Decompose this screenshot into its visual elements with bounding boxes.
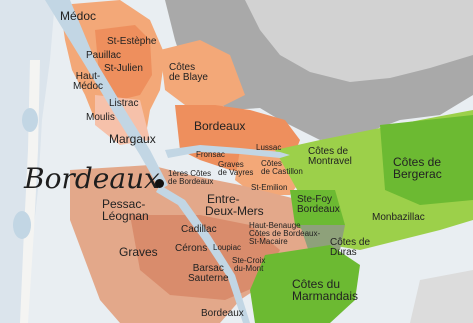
- gironde-estuary: [45, 0, 168, 190]
- lake-north: [22, 108, 38, 132]
- city-marker-icon: [155, 179, 164, 188]
- label-fronsac: Fronsac: [196, 150, 225, 159]
- label-st-emilion: St-Emilion: [251, 183, 288, 192]
- region-cotes-de-bergerac: [380, 115, 473, 205]
- garonne-river: [156, 185, 250, 323]
- label-lussac: Lussac: [256, 143, 282, 152]
- label-entre-deux-mers: Entre-Deux-Mers: [205, 192, 264, 218]
- label-haut-benauge: Haut-Benauge: [249, 221, 301, 230]
- city-bordeaux: Bordeaux: [24, 162, 160, 195]
- label-pessac-leognan: Pessac-Léognan: [102, 197, 149, 223]
- label-st-estephe: St-Estèphe: [107, 36, 157, 47]
- label-moulis: Moulis: [86, 112, 115, 123]
- region-cotes-du-marmandais: [250, 245, 360, 323]
- label-cadillac: Cadillac: [181, 224, 217, 235]
- label-bordeaux-south: Bordeaux: [201, 308, 244, 319]
- label-graves: Graves: [119, 245, 158, 259]
- label-loupiac: Loupiac: [213, 243, 242, 252]
- label-listrac: Listrac: [109, 98, 139, 109]
- label-pauillac: Pauillac: [86, 50, 122, 61]
- label-haut-medoc: Haut-Médoc: [73, 71, 104, 92]
- region-cadillac-sauternes: [130, 215, 280, 300]
- lake-south: [13, 211, 31, 239]
- label-monbazillac: Monbazillac: [372, 212, 425, 223]
- label-medoc: Médoc: [60, 9, 97, 23]
- region-cotes-de-blaye: [160, 40, 245, 110]
- label-bordeaux-north: Bordeaux: [194, 119, 246, 133]
- dordogne-river: [165, 145, 290, 158]
- region-st-estephe-pauillac: [95, 25, 152, 100]
- label-cerons: Cérons: [175, 243, 208, 254]
- grey-land-southeast: [410, 270, 473, 323]
- label-st-julien: St-Julien: [104, 63, 143, 74]
- label-margaux: Margaux: [109, 132, 156, 146]
- label-cotes-de-bordeaux-st-macaire: Côtes de Bordeaux-St-Macaire: [249, 229, 321, 246]
- grey-land-light: [245, 0, 473, 82]
